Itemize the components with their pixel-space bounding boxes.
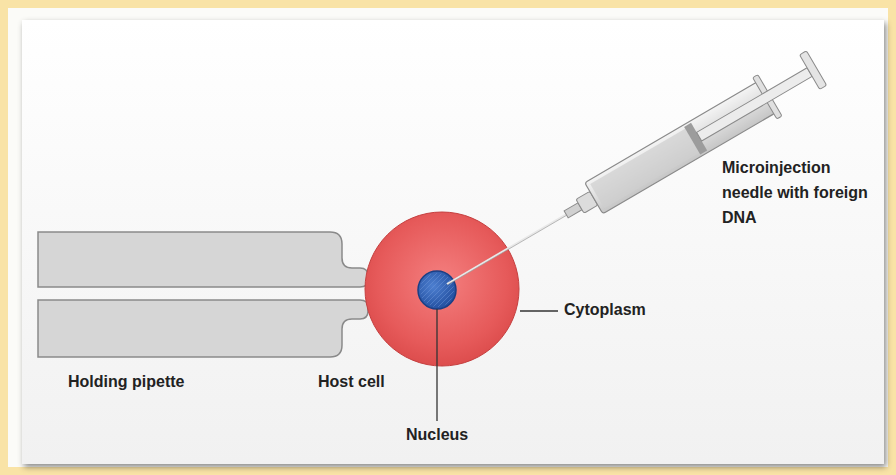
part-label: Nucleus [406,423,468,448]
host-cell [365,212,519,366]
part-label: Cytoplasm [564,298,646,323]
part-label: Holding pipette [68,370,184,395]
needle-label: Microinjection needle with foreign DNA [722,156,872,230]
leader-line [436,309,437,421]
leader-line [520,310,558,311]
pipette-top [38,232,368,287]
nucleus [418,271,456,309]
part-label: Host cell [318,370,385,395]
pipette-bottom [38,300,368,357]
nucleus-texture [420,273,454,307]
syringe [435,47,829,304]
